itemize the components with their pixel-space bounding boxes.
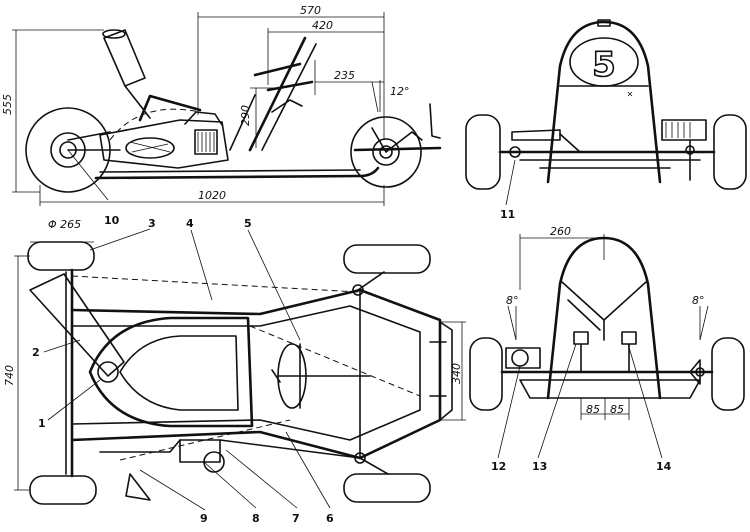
angle-12: 12° bbox=[390, 85, 410, 98]
callout-8: 8 bbox=[252, 512, 260, 525]
angle-8-left: 8° bbox=[506, 294, 519, 307]
seat bbox=[88, 316, 254, 428]
callout-14: 14 bbox=[656, 460, 672, 473]
front-wheel-right bbox=[713, 114, 747, 190]
rear-wheel-left bbox=[469, 337, 503, 411]
front-wheel-left bbox=[465, 114, 501, 190]
dim-1020: 1020 bbox=[198, 189, 226, 202]
pedal-left bbox=[573, 331, 589, 345]
number-plate bbox=[569, 37, 639, 87]
rear-wheel-right bbox=[711, 337, 745, 411]
callout-6: 6 bbox=[326, 512, 334, 525]
dim-265: Φ 265 bbox=[48, 218, 81, 231]
rear-wheel-top-upper bbox=[27, 241, 95, 271]
dim-260: 260 bbox=[550, 225, 571, 238]
callout-9: 9 bbox=[200, 512, 208, 525]
callout-2: 2 bbox=[32, 346, 40, 359]
frame-rail-side bbox=[94, 166, 380, 180]
front-wheel-top-lower bbox=[343, 473, 431, 503]
callout-13: 13 bbox=[532, 460, 547, 473]
frame-top bbox=[70, 288, 442, 460]
callout-11: 11 bbox=[500, 208, 515, 221]
callout-10: 10 bbox=[104, 214, 120, 227]
roll-hoop bbox=[546, 20, 662, 184]
callout-7: 7 bbox=[292, 512, 300, 525]
dim-85-b: 85 bbox=[610, 403, 624, 416]
dim-740: 740 bbox=[3, 365, 16, 386]
front-view: 5 11 bbox=[465, 19, 747, 221]
rear-view: 260 8° 8° 85 85 12 13 14 bbox=[469, 225, 745, 473]
dim-420: 420 bbox=[312, 19, 333, 32]
side-view: 570 420 235 290 555 1020 12° 10 bbox=[1, 4, 442, 227]
top-view: Φ 265 740 340 3 4 5 2 1 9 8 7 6 bbox=[3, 217, 466, 525]
dim-85-a: 85 bbox=[586, 403, 600, 416]
dim-340: 340 bbox=[450, 363, 463, 384]
pedal-right bbox=[621, 331, 637, 345]
callout-3: 3 bbox=[148, 217, 156, 230]
kart-number: 5 bbox=[592, 45, 616, 85]
rear-wheel-top-lower bbox=[29, 475, 97, 505]
dim-235: 235 bbox=[334, 69, 355, 82]
rear-roll-hoop bbox=[546, 236, 662, 400]
callout-4: 4 bbox=[186, 217, 194, 230]
callout-12: 12 bbox=[491, 460, 506, 473]
fuel-tank bbox=[103, 29, 146, 87]
dim-290: 290 bbox=[239, 105, 252, 126]
dim-555: 555 bbox=[1, 94, 14, 115]
fuel-tank-top bbox=[29, 273, 125, 377]
dim-570: 570 bbox=[300, 4, 321, 17]
callout-1: 1 bbox=[38, 417, 46, 430]
front-wheel-top-upper bbox=[343, 244, 431, 274]
engine-side bbox=[99, 119, 229, 169]
callout-5: 5 bbox=[244, 217, 252, 230]
angle-8-right: 8° bbox=[692, 294, 705, 307]
